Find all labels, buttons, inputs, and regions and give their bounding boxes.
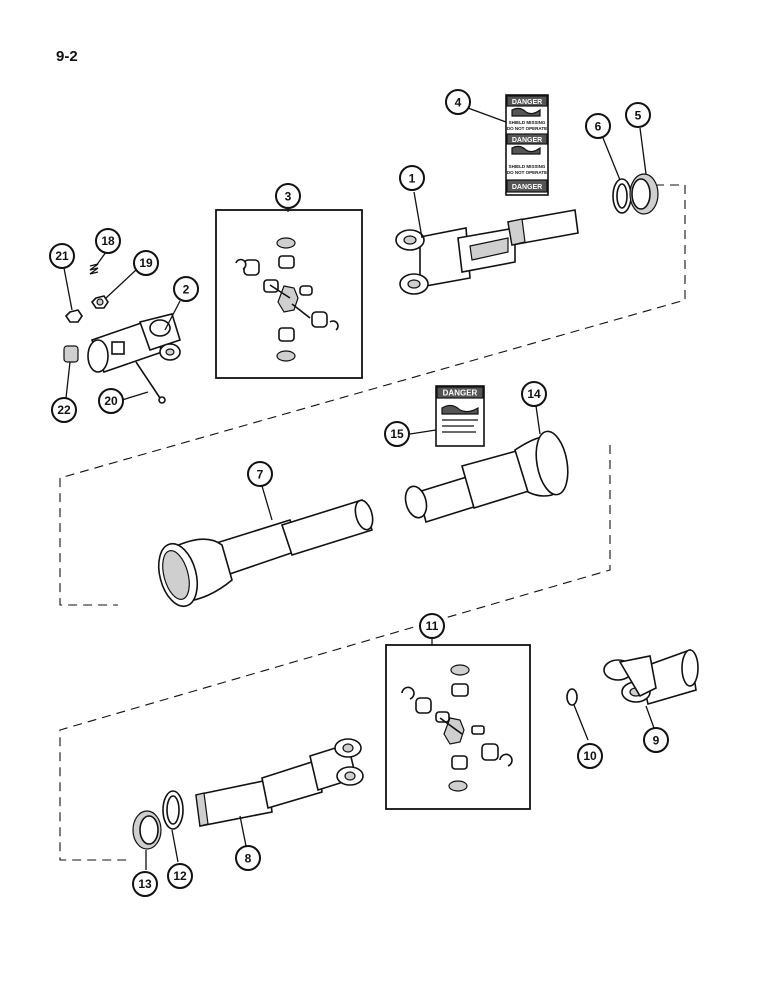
callout-19: 19 bbox=[133, 250, 159, 276]
svg-text:7: 7 bbox=[257, 468, 264, 482]
page-number: 9-2 bbox=[56, 48, 78, 65]
yoke-tube-8 bbox=[195, 738, 364, 827]
svg-text:2: 2 bbox=[183, 283, 190, 297]
callout-7: 7 bbox=[247, 461, 273, 487]
cross-bearing-kit-11 bbox=[401, 664, 513, 792]
callout-18: 18 bbox=[95, 228, 121, 254]
svg-text:13: 13 bbox=[138, 877, 152, 891]
danger-decal-15: DANGER bbox=[435, 385, 485, 447]
decal-4-line-2a: DO NOT OPERATE bbox=[507, 126, 547, 131]
callout-6: 6 bbox=[585, 113, 611, 139]
decal-4-line-1b: SHIELD MISSING bbox=[509, 164, 546, 169]
callout-15: 15 bbox=[384, 421, 410, 447]
yoke-9 bbox=[603, 648, 699, 706]
nut-21 bbox=[64, 309, 83, 323]
callout-11: 11 bbox=[419, 613, 445, 639]
yoke-2 bbox=[87, 313, 181, 374]
assembly-guide-lines bbox=[59, 184, 686, 861]
callout-9: 9 bbox=[643, 727, 669, 753]
callout-21: 21 bbox=[49, 243, 75, 269]
decal-4-danger-2: DANGER bbox=[512, 137, 542, 144]
ring-10 bbox=[566, 688, 578, 706]
callout-1: 1 bbox=[399, 165, 425, 191]
callout-22: 22 bbox=[51, 397, 77, 423]
callout-12: 12 bbox=[167, 863, 193, 889]
kit-box-3 bbox=[215, 209, 363, 379]
lube-fitting-19 bbox=[90, 295, 109, 309]
svg-text:1: 1 bbox=[409, 172, 416, 186]
svg-text:21: 21 bbox=[55, 249, 69, 263]
callout-8: 8 bbox=[235, 845, 261, 871]
svg-text:11: 11 bbox=[426, 619, 439, 633]
fitting-parts bbox=[63, 263, 166, 404]
bearing-ring-5 bbox=[629, 173, 659, 215]
bushing-22 bbox=[63, 345, 79, 363]
leader-lines bbox=[63, 107, 655, 870]
svg-text:8: 8 bbox=[245, 852, 252, 866]
decal-4-line-1a: SHIELD MISSING bbox=[509, 120, 546, 125]
svg-text:14: 14 bbox=[527, 387, 541, 401]
svg-text:18: 18 bbox=[101, 234, 115, 248]
svg-text:12: 12 bbox=[173, 869, 187, 883]
callouts: 1 2 3 4 5 6 7 8 bbox=[49, 89, 669, 897]
svg-text:19: 19 bbox=[139, 256, 153, 270]
svg-text:6: 6 bbox=[595, 120, 602, 134]
callout-3: 3 bbox=[275, 183, 301, 209]
callout-2: 2 bbox=[173, 276, 199, 302]
callout-10: 10 bbox=[577, 743, 603, 769]
svg-text:22: 22 bbox=[57, 403, 71, 417]
svg-text:3: 3 bbox=[285, 190, 292, 204]
decal-4-line-2b: DO NOT OPERATE bbox=[507, 170, 547, 175]
svg-text:20: 20 bbox=[104, 394, 118, 408]
callout-4: 4 bbox=[445, 89, 471, 115]
svg-text:5: 5 bbox=[635, 109, 642, 123]
decal-15-danger: DANGER bbox=[443, 389, 478, 398]
callout-14: 14 bbox=[521, 381, 547, 407]
bearing-ring-12 bbox=[162, 790, 184, 830]
yoke-tube-1 bbox=[395, 209, 579, 295]
callout-5: 5 bbox=[625, 102, 651, 128]
decal-4-danger-1: DANGER bbox=[512, 99, 542, 106]
svg-text:10: 10 bbox=[583, 749, 597, 763]
svg-text:15: 15 bbox=[390, 427, 404, 441]
bearing-ring-13 bbox=[132, 810, 162, 850]
shield-tube-7 bbox=[157, 499, 374, 608]
decal-4-danger-3: DANGER bbox=[512, 184, 542, 191]
pin-20 bbox=[135, 361, 166, 404]
bearing-ring-6 bbox=[612, 178, 632, 214]
danger-decal-4: DANGER SHIELD MISSING DO NOT OPERATE DAN… bbox=[505, 94, 549, 196]
kit-box-11 bbox=[385, 644, 531, 810]
svg-text:4: 4 bbox=[455, 96, 462, 110]
shield-tube-14 bbox=[404, 430, 569, 524]
callout-20: 20 bbox=[98, 388, 124, 414]
cross-bearing-kit-3 bbox=[235, 237, 339, 362]
svg-text:9: 9 bbox=[653, 734, 660, 748]
callout-13: 13 bbox=[132, 871, 158, 897]
